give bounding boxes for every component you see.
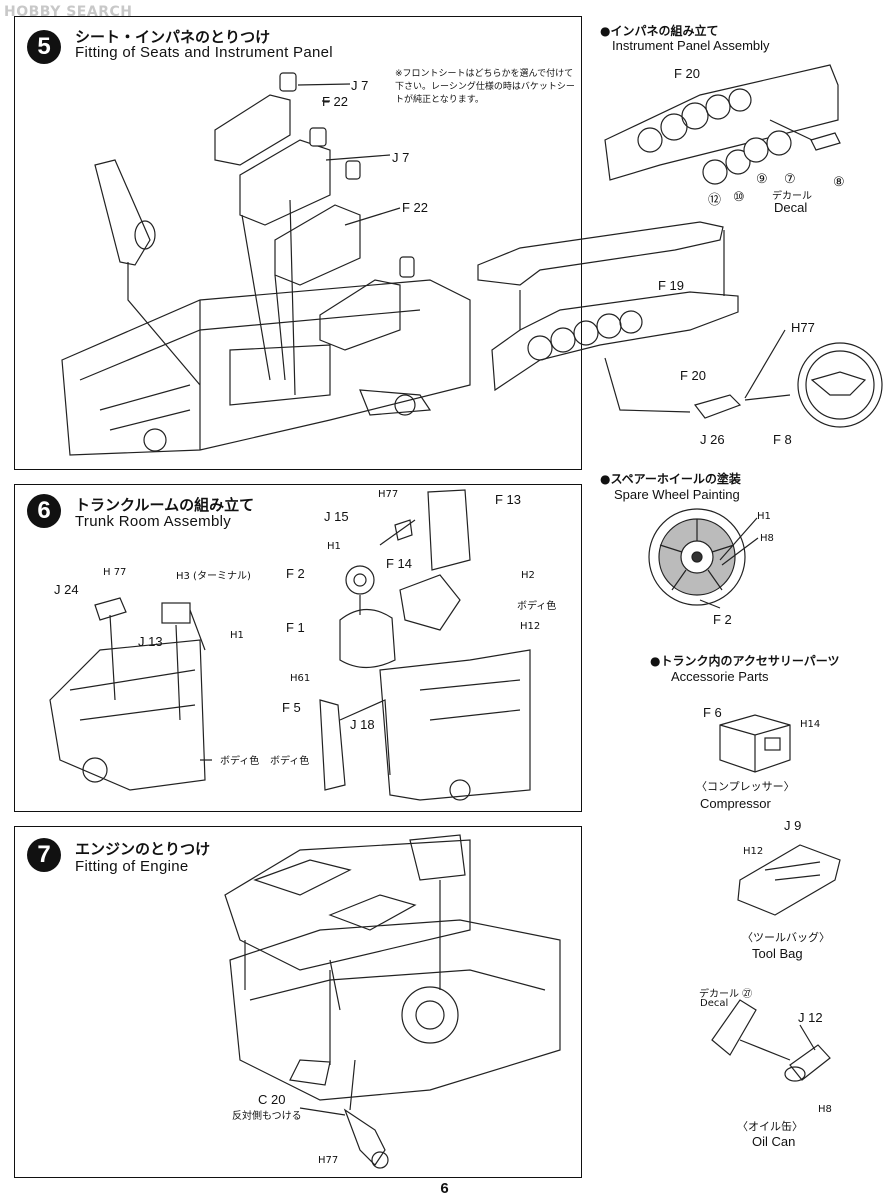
label-j7-top: J 7 bbox=[351, 78, 369, 93]
accessories-title-en: Accessorie Parts bbox=[671, 669, 769, 684]
step7-panel bbox=[14, 826, 582, 1178]
label-j18: J 18 bbox=[350, 717, 375, 732]
label-h1-wheel: H1 bbox=[757, 511, 771, 522]
label-f2-wheel: F 2 bbox=[713, 612, 732, 627]
step5-panel bbox=[14, 16, 582, 470]
step7-engine-drawing bbox=[224, 834, 561, 1169]
spare-wheel-drawing bbox=[648, 508, 759, 609]
label-f2-trunk: F 2 bbox=[286, 566, 305, 581]
label-j15: J 15 bbox=[324, 509, 349, 524]
step7-title-jp: エンジンのとりつけ bbox=[75, 840, 211, 858]
label-decal-8: ⑧ bbox=[833, 174, 845, 189]
label-j7-mid: J 7 bbox=[392, 150, 410, 165]
step5-seat-note: ※フロントシートはどちらかを選んで付けて下さい。レーシング仕様の時はバケットシー… bbox=[395, 69, 575, 105]
label-f8: F 8 bbox=[773, 432, 792, 447]
oil-can-drawing bbox=[711, 999, 831, 1082]
label-decal-12: ⑫ bbox=[708, 192, 722, 207]
step5-title-en: Fitting of Seats and Instrument Panel bbox=[75, 44, 333, 61]
label-f1: F 1 bbox=[286, 620, 305, 635]
label-decal-10: ⑩ bbox=[733, 189, 745, 204]
accessories-title-jp: ●トランク内のアクセサリーパーツ bbox=[650, 654, 840, 668]
compressor-drawing bbox=[719, 714, 791, 773]
label-j24: J 24 bbox=[54, 582, 79, 597]
compressor-name-jp: 〈コンプレッサー〉 bbox=[696, 780, 795, 793]
spare-wheel-title-en: Spare Wheel Painting bbox=[614, 487, 740, 502]
oil-can-name-jp: 〈オイル缶〉 bbox=[737, 1120, 803, 1133]
label-f6: F 6 bbox=[703, 705, 722, 720]
tool-bag-name-jp: 〈ツールバッグ〉 bbox=[742, 931, 830, 944]
label-h1-trunk-b: H1 bbox=[327, 541, 341, 552]
label-h8-oil: H8 bbox=[818, 1104, 832, 1115]
step6-trunk-drawing bbox=[49, 489, 531, 801]
label-f20-bottom: F 20 bbox=[680, 368, 707, 383]
label-f13: F 13 bbox=[495, 492, 522, 507]
label-j9: J 9 bbox=[784, 818, 802, 833]
label-decal-27-jp: デカール ㉗ bbox=[699, 989, 753, 1000]
step7-number: 7 bbox=[27, 838, 61, 872]
oil-can-name-en: Oil Can bbox=[752, 1134, 796, 1149]
label-body-color-b: ボディ色 bbox=[517, 601, 557, 612]
label-f19: F 19 bbox=[658, 278, 685, 293]
label-decal-en: Decal bbox=[774, 200, 808, 215]
step5-number: 5 bbox=[27, 30, 61, 64]
label-decal-7: ⑦ bbox=[784, 171, 796, 186]
label-h2: H2 bbox=[521, 570, 535, 581]
label-h12-bag: H12 bbox=[743, 846, 764, 857]
step7-title-en: Fitting of Engine bbox=[75, 858, 189, 875]
label-decal-jp: デカール bbox=[772, 191, 812, 202]
panel-assembly-drawing bbox=[477, 64, 883, 428]
label-h12-trunk: H12 bbox=[520, 621, 541, 632]
label-f22-top: F 22 bbox=[322, 94, 349, 109]
label-body-color-a: ボディ色 bbox=[220, 756, 260, 767]
tool-bag-drawing bbox=[737, 844, 841, 916]
step5-seats-drawing bbox=[94, 72, 415, 396]
panel-assembly-title-jp: ●インパネの組み立て bbox=[600, 24, 719, 38]
label-h77-panel: H77 bbox=[791, 320, 815, 335]
step5-title-jp: シート・インパネのとりつけ bbox=[75, 28, 271, 46]
label-h1-trunk-a: H1 bbox=[230, 630, 244, 641]
label-f22-mid: F 22 bbox=[402, 200, 429, 215]
label-f20-top: F 20 bbox=[674, 66, 701, 81]
label-h77-engine: H77 bbox=[318, 1155, 339, 1166]
step6-title-jp: トランクルームの組み立て bbox=[75, 496, 255, 514]
step6-panel bbox=[14, 484, 582, 812]
label-h8-wheel: H8 bbox=[760, 533, 774, 544]
label-decal-9: ⑨ bbox=[756, 171, 768, 186]
label-c20: C 20 bbox=[258, 1092, 286, 1107]
label-c20-note: 反対側もつける bbox=[232, 1111, 302, 1122]
label-h61: H61 bbox=[290, 673, 311, 684]
label-h3-terminal: H3 (ターミナル) bbox=[176, 571, 251, 582]
label-j26: J 26 bbox=[700, 432, 725, 447]
label-f14: F 14 bbox=[386, 556, 413, 571]
label-h14: H14 bbox=[800, 719, 821, 730]
tool-bag-name-en: Tool Bag bbox=[752, 946, 803, 961]
label-h77-trunk-b: H77 bbox=[378, 489, 399, 500]
step6-number: 6 bbox=[27, 494, 61, 528]
compressor-name-en: Compressor bbox=[700, 796, 771, 811]
page-number: 6 bbox=[440, 1180, 449, 1197]
label-h77-trunk-a: H 77 bbox=[103, 567, 127, 578]
spare-wheel-title-jp: ●スペアーホイールの塗装 bbox=[600, 472, 741, 486]
label-f5: F 5 bbox=[282, 700, 301, 715]
label-decal-27-en: Decal bbox=[700, 998, 729, 1009]
step6-title-en: Trunk Room Assembly bbox=[75, 513, 232, 530]
label-j12: J 12 bbox=[798, 1010, 823, 1025]
step5-chassis-drawing bbox=[61, 279, 471, 456]
panel-assembly-title-en: Instrument Panel Assembly bbox=[612, 38, 770, 53]
label-body-color-c: ボディ色 bbox=[270, 756, 310, 767]
